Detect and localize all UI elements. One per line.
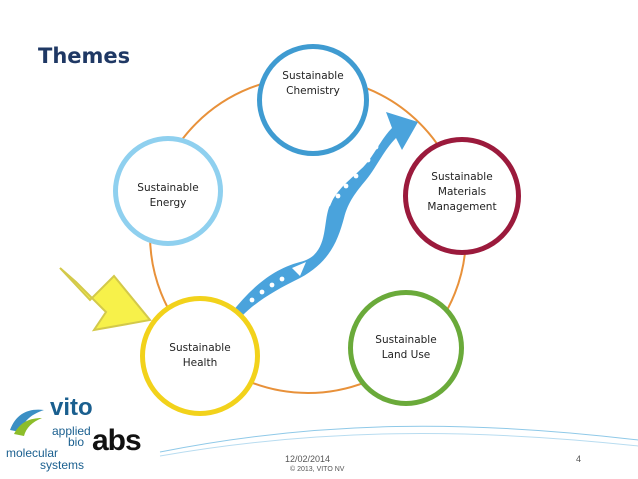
node-label: Sustainable Chemistry: [282, 70, 344, 98]
footer-copyright: © 2013, VITO NV: [290, 466, 345, 473]
logo-line-systems: systems: [40, 458, 85, 472]
node-sustainable-materials-management: Sustainable Materials Management: [403, 137, 521, 255]
vito-logo: vito applied bio molecular systems abs: [6, 394, 146, 478]
page-number: 4: [576, 454, 582, 464]
node-label: Sustainable Materials Management: [427, 171, 497, 214]
node-label: Sustainable Energy: [137, 182, 199, 210]
page-title: Themes: [38, 44, 131, 68]
logo-line-molecular: molecular: [6, 446, 59, 460]
node-sustainable-health: Sustainable Health: [140, 296, 260, 416]
node-sustainable-chemistry: Sustainable Chemistry: [257, 44, 369, 156]
curved-dotted-arrow: [232, 112, 418, 316]
logo-abs: abs: [92, 424, 142, 457]
node-sustainable-land-use: Sustainable Land Use: [348, 290, 464, 406]
node-label: Sustainable Land Use: [375, 334, 437, 362]
logo-line-bio: bio: [68, 435, 85, 449]
node-sustainable-energy: Sustainable Energy: [113, 136, 223, 246]
yellow-pointer-arrow: [59, 267, 152, 332]
logo-brand: vito: [50, 394, 93, 421]
footer-date: 12/02/2014: [285, 454, 331, 464]
node-label: Sustainable Health: [169, 342, 231, 370]
vito-swirl-icon: [10, 409, 44, 436]
logo-line-applied: applied: [52, 424, 91, 438]
